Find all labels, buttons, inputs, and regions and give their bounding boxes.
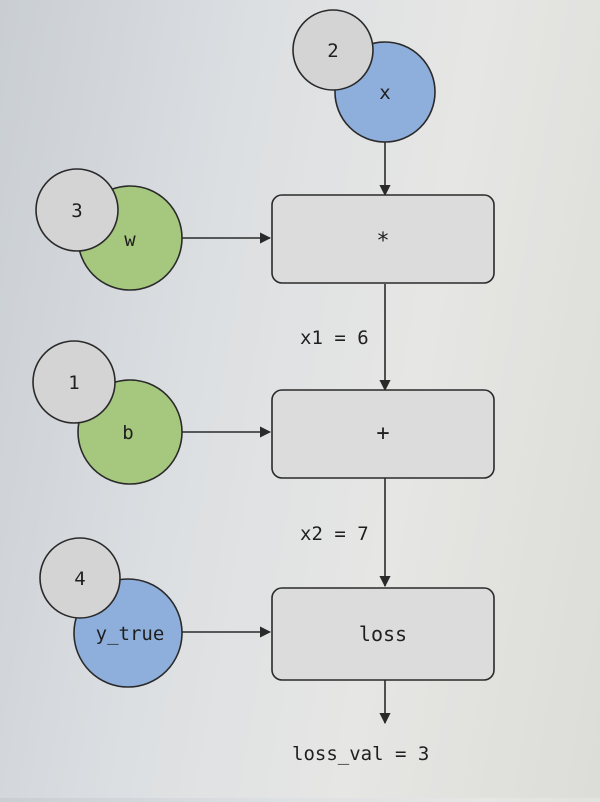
input-node-b: b 1 [32, 340, 183, 485]
input-node-x: x 2 [292, 9, 436, 143]
input-node-w-label: w [124, 229, 136, 251]
value-circle-x [292, 9, 374, 91]
op-box-mul-rect [271, 194, 495, 284]
op-box-loss-label: loss [359, 622, 407, 646]
edge-label-x2: x2 = 7 [300, 523, 369, 545]
input-node-y-true-label: y_true [96, 623, 165, 645]
op-box-loss: loss [271, 587, 495, 681]
edge-label-x1: x1 = 6 [300, 327, 369, 349]
op-box-add: + [271, 389, 495, 479]
value-circle-w-label: 3 [71, 200, 82, 222]
op-box-mul: * [271, 194, 495, 284]
op-box-mul-label: * [376, 229, 389, 254]
input-node-y-true: y_true 4 [39, 537, 183, 688]
value-circle-b [32, 340, 116, 424]
input-node-x-label: x [379, 82, 390, 104]
value-circle-y-true [39, 537, 121, 619]
input-node-w: w 3 [35, 168, 183, 291]
value-circle-x-label: 2 [327, 40, 338, 62]
edge-label-loss-val: loss_val = 3 [292, 743, 429, 765]
op-box-loss-rect [271, 587, 495, 681]
op-box-add-rect [271, 389, 495, 479]
value-circle-y-true-label: 4 [74, 568, 85, 590]
op-box-add-label: + [376, 421, 389, 446]
input-node-b-label: b [122, 422, 133, 444]
value-circle-w [35, 168, 119, 252]
value-circle-b-label: 1 [68, 372, 79, 394]
